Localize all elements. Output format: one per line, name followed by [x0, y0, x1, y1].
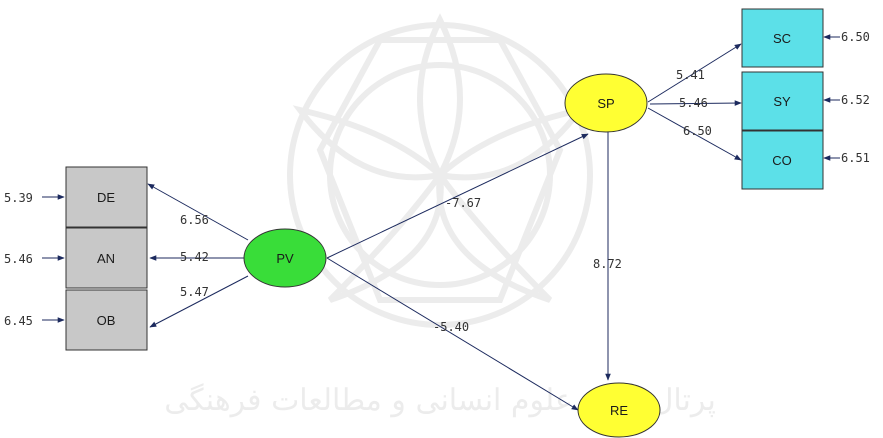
indicator-co-label: CO	[772, 153, 792, 168]
error-an: 5.46	[4, 252, 33, 266]
path-sp-co	[647, 107, 742, 161]
indicator-ob[interactable]: OB	[65, 289, 148, 351]
latent-pv[interactable]: PV	[243, 228, 327, 288]
coef-sp-sc: 5.41	[676, 68, 705, 82]
latent-re-label: RE	[610, 403, 628, 418]
indicator-de[interactable]: DE	[65, 166, 148, 228]
indicator-de-label: DE	[97, 190, 115, 205]
error-sc: 6.50	[841, 30, 870, 44]
indicator-sy[interactable]: SY	[741, 71, 824, 131]
path-sp-sy	[649, 100, 742, 106]
latent-re[interactable]: RE	[577, 382, 661, 438]
latent-sp-label: SP	[597, 96, 614, 111]
watermark-logo	[287, 13, 593, 328]
indicator-an[interactable]: AN	[65, 227, 148, 289]
path-pv-de	[147, 183, 249, 241]
coef-pv-an: 5.42	[180, 250, 209, 264]
path-pv-re	[326, 257, 579, 411]
coef-sp-re: 8.72	[593, 257, 622, 271]
indicator-an-label: AN	[97, 251, 115, 266]
indicator-sy-label: SY	[773, 94, 791, 109]
coef-pv-ob: 5.47	[180, 285, 209, 299]
latent-sp[interactable]: SP	[564, 73, 648, 133]
indicator-sc[interactable]: SC	[741, 8, 824, 68]
coef-sp-sy: 5.46	[679, 96, 708, 110]
coef-sp-co: 6.50	[683, 124, 712, 138]
error-de: 5.39	[4, 191, 33, 205]
indicator-sc-label: SC	[773, 31, 791, 46]
path-pv-sp	[326, 133, 589, 259]
latent-pv-label: PV	[276, 251, 294, 266]
error-co: 6.51	[841, 151, 870, 165]
indicator-co[interactable]: CO	[741, 130, 824, 190]
coef-pv-sp: -7.67	[445, 196, 481, 210]
indicator-ob-label: OB	[97, 313, 116, 328]
error-ob: 6.45	[4, 314, 33, 328]
path-pv-ob	[149, 275, 249, 328]
coef-pv-de: 6.56	[180, 213, 209, 227]
error-sy: 6.52	[841, 93, 870, 107]
path-sp-sc	[647, 43, 742, 103]
coef-pv-re: -5.40	[433, 320, 469, 334]
